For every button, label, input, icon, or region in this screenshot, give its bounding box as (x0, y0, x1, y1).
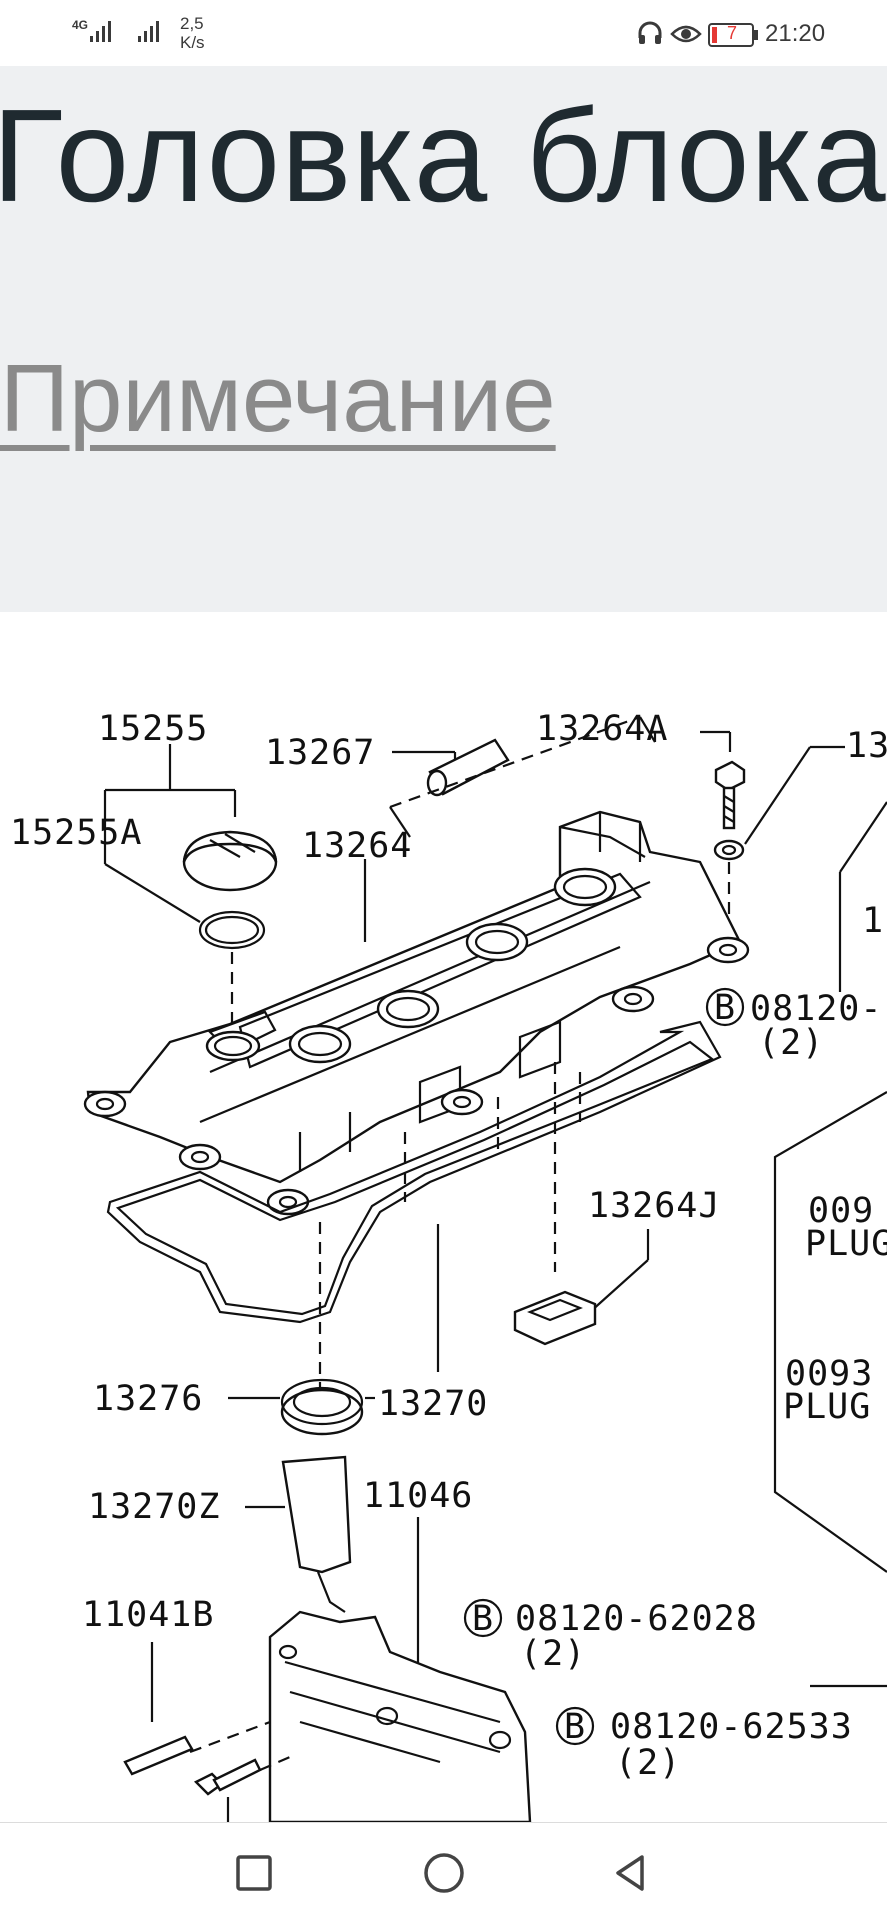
label-plug-number: 009 (808, 1191, 874, 1231)
back-triangle-icon[interactable] (608, 1849, 656, 1897)
bolt-marker-letter: B (472, 1599, 494, 1639)
home-circle-icon[interactable] (420, 1849, 468, 1897)
cap-o-ring (198, 910, 266, 950)
status-bar: 4G 2,5 K/s 7 21:20 (0, 0, 887, 66)
flange-bolt (193, 1758, 262, 1796)
oil-filler-cap (182, 830, 278, 892)
label-bolt-qty: (2) (520, 1634, 586, 1674)
parts-diagram: B B B 15255 15255A 13267 13264A 13 13264… (0, 612, 887, 1822)
label-13270z: 13270Z (88, 1487, 220, 1527)
label-plug-number: 0093 (785, 1354, 873, 1394)
signal-icon (138, 21, 159, 42)
cylinder-head-diagram: B B B 15255 15255A 13267 13264A 13 13264… (10, 709, 887, 1822)
label-11041b: 11041B (82, 1595, 214, 1635)
label-15255a: 15255A (10, 813, 142, 853)
label-13264: 13264 (302, 826, 412, 866)
label-13264a: 13264A (536, 709, 668, 749)
spark-plug-tube-seal (280, 1378, 364, 1436)
battery-icon (708, 23, 758, 47)
pcv-pipe (426, 738, 510, 797)
label-bolt-08120-62028: 08120-62028 (515, 1599, 758, 1639)
rocker-cover-gasket (106, 1020, 722, 1324)
label-11046: 11046 (363, 1476, 473, 1516)
note-link[interactable]: Примечание (0, 345, 556, 452)
battery-level: 7 (727, 23, 738, 43)
label-15255: 15255 (98, 709, 208, 749)
recents-square-icon[interactable] (230, 1849, 278, 1897)
label-13267: 13267 (265, 733, 375, 773)
label-bolt-qty: (2) (758, 1023, 824, 1063)
bolt-marker: B (555, 1706, 595, 1747)
bolt-marker-letter: B (714, 988, 736, 1028)
bolt-marker: B (463, 1598, 503, 1639)
liquid-gasket-tube (281, 1455, 352, 1613)
signal-icon (90, 21, 111, 42)
speed-value: 2,5 (180, 14, 204, 33)
bolt-marker-letter: B (564, 1707, 586, 1747)
bolt-marker: B (705, 987, 745, 1028)
headset-icon (638, 21, 662, 44)
network-speed: 2,5 K/s (180, 14, 205, 52)
timing-chain-cover (268, 1610, 532, 1822)
label-plug: PLUG (783, 1387, 871, 1427)
network-type: 4G (72, 18, 89, 32)
page-title: Головка блока (0, 82, 887, 229)
rocker-cover (83, 810, 750, 1216)
cover-spacer (513, 1290, 597, 1346)
stud-bolt (123, 1735, 194, 1776)
label-13-partial: 13 (846, 726, 887, 766)
label-bolt-08120-62533: 08120-62533 (610, 1707, 853, 1747)
label-1-partial: 1( (862, 901, 887, 941)
label-bolt-qty: (2) (615, 1743, 681, 1783)
speed-unit: K/s (180, 33, 205, 52)
label-plug: PLUG (805, 1224, 887, 1264)
label-bolt-08120: 08120- (750, 989, 882, 1029)
eye-icon (670, 25, 702, 43)
clock: 21:20 (765, 20, 826, 47)
cover-bolt (713, 760, 746, 861)
label-13270: 13270 (378, 1384, 488, 1424)
label-13264j: 13264J (588, 1186, 720, 1226)
label-13276: 13276 (93, 1379, 203, 1419)
page-header: Головка блока Примечание (0, 66, 887, 612)
navigation-bar (0, 1822, 887, 1921)
